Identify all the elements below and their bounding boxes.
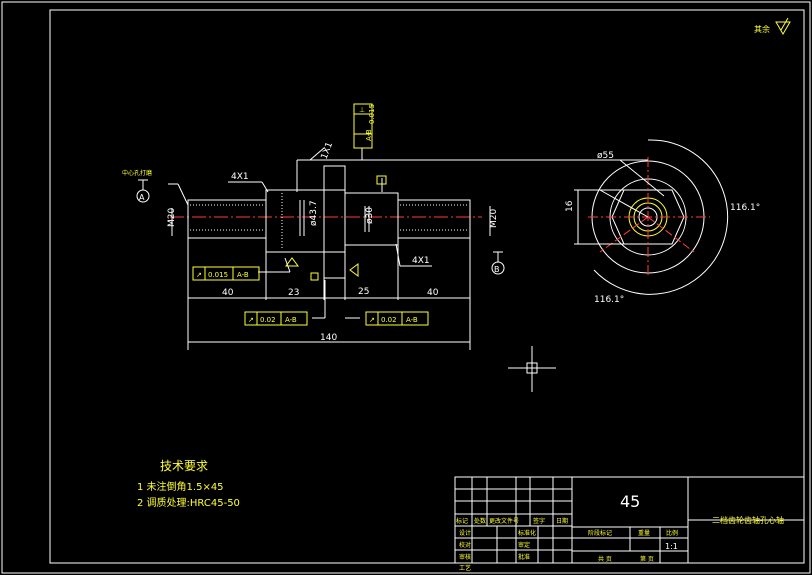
tolerance-bl-value: 0.02: [260, 316, 276, 324]
dim-length-40-right: 40: [427, 288, 439, 298]
end-view-texts: ø55 16 116.1° 116.1°: [565, 151, 760, 305]
shaft-dimension-lines: [138, 147, 648, 350]
corner-roughness-note: 其余: [754, 17, 791, 35]
datum-a-label: A: [139, 193, 145, 202]
marker-right-icon: [349, 263, 359, 277]
tech-requirements: 技术要求 1 未注倒角1.5×45 2 调质处理:HRC45-50: [137, 459, 240, 509]
title-block-texts: 标记 处数 更改文件号 签字 日期 设计 校对 审核 工艺 标准化 审定 批准 …: [456, 517, 678, 572]
tolerance-frame-top: ⊥ 0.015 A-B: [353, 103, 376, 149]
tb-role-review: 审核: [459, 553, 471, 561]
tolerance-top-value: 0.015: [368, 104, 376, 124]
dim-chamfer-left: 4X1: [231, 172, 249, 182]
tb-header-mark: 标记: [456, 517, 468, 525]
tb-header-date: 日期: [556, 517, 568, 525]
roughness-symbol-icon: [775, 17, 791, 35]
tolerance-left-value: 0.015: [208, 271, 228, 279]
dim-length-25: 25: [358, 287, 369, 297]
tb-weight-label: 重量: [638, 529, 650, 537]
inner-border: [49, 9, 805, 564]
datum-note: 中心孔打磨: [122, 169, 152, 177]
tolerance-left-datum: A-B: [237, 271, 249, 279]
dim-dia-30: ø30: [365, 207, 375, 224]
tb-role-standard: 标准化: [518, 529, 536, 537]
dim-length-40-left: 40: [222, 288, 234, 298]
tb-material: 45: [620, 492, 640, 511]
dim-angle-bottom: 116.1°: [594, 295, 624, 305]
tb-role-approve: 审定: [518, 541, 530, 549]
tolerance-frame-bottom-right: ↗ 0.02 A-B: [365, 311, 429, 326]
tech-requirement-2: 2 调质处理:HRC45-50: [137, 497, 240, 509]
tb-role-design: 设计: [459, 529, 471, 537]
tolerance-top-symbol: ⊥: [359, 106, 365, 114]
tb-part-name: 二档齿轮齿轴孔心轴: [712, 515, 784, 525]
tech-requirement-1: 1 未注倒角1.5×45: [137, 480, 224, 493]
datum-a: A: [136, 189, 150, 203]
marker-left-icon: [285, 257, 299, 267]
tolerance-br-value: 0.02: [381, 316, 397, 324]
title-block: [454, 476, 805, 564]
tolerance-frame-left: ↗ 0.015 A-B: [192, 266, 260, 281]
angle-arc-right: [647, 139, 728, 277]
dim-dia-55: ø55: [597, 151, 614, 161]
tb-sheet-no: 第 页: [640, 555, 654, 563]
flange-section: [323, 165, 346, 279]
dim-angle-right: 116.1°: [730, 203, 760, 213]
tolerance-left-symbol: ↗: [196, 271, 202, 279]
dim-length-23: 23: [288, 288, 299, 298]
dim-dia-43-7: ø43.7: [309, 200, 319, 226]
tolerance-frame-bottom-left: ↗ 0.02 A-B: [244, 311, 308, 326]
datum-b-label: B: [494, 265, 500, 274]
tb-scale-value: 1:1: [665, 542, 678, 551]
tb-header-count: 处数: [474, 517, 486, 525]
dim-length-total: 140: [320, 333, 337, 343]
marker-top-icon: [376, 175, 387, 185]
shaft-markers: [285, 175, 387, 281]
tb-role-check: 校对: [459, 541, 471, 549]
datum-b: B: [491, 261, 505, 275]
tech-requirements-title: 技术要求: [160, 459, 208, 473]
tb-header-doc: 更改文件号: [489, 517, 519, 525]
dim-chamfer-right: 4X1: [412, 256, 430, 266]
corner-note-text: 其余: [754, 24, 770, 34]
dim-m20-left: M20: [167, 208, 177, 227]
shaft-dimension-texts: M20 M20 4X1 4X1 1X1 ø43.7 ø30 40 23 25 4…: [167, 141, 499, 343]
tolerance-br-datum: A-B: [406, 316, 418, 324]
tolerance-bl-symbol: ↗: [248, 316, 254, 324]
tb-scale-label: 比例: [666, 529, 678, 537]
dim-m20-right: M20: [489, 209, 499, 228]
tb-header-sign: 签字: [533, 517, 545, 525]
left-thread-section: [187, 199, 267, 239]
tb-role-process: 工艺: [459, 564, 471, 572]
dim-chamfer-top: 1X1: [320, 141, 335, 161]
tolerance-br-symbol: ↗: [369, 316, 375, 324]
end-view: [574, 139, 728, 295]
tb-sheet-total: 共 页: [598, 555, 612, 563]
tolerance-bl-datum: A-B: [285, 316, 297, 324]
cad-crosshair-icon[interactable]: [508, 346, 556, 392]
tb-role-authorize: 批准: [518, 553, 530, 561]
marker-bottom-icon: [310, 272, 319, 281]
angle-arc-bottom: [593, 269, 701, 295]
tb-stage-label: 阶段标记: [588, 529, 612, 537]
right-thread-section: [397, 199, 471, 239]
tolerance-top-datum: A-B: [365, 129, 373, 141]
dim-16: 16: [565, 200, 575, 212]
shaft-view: [170, 165, 482, 279]
